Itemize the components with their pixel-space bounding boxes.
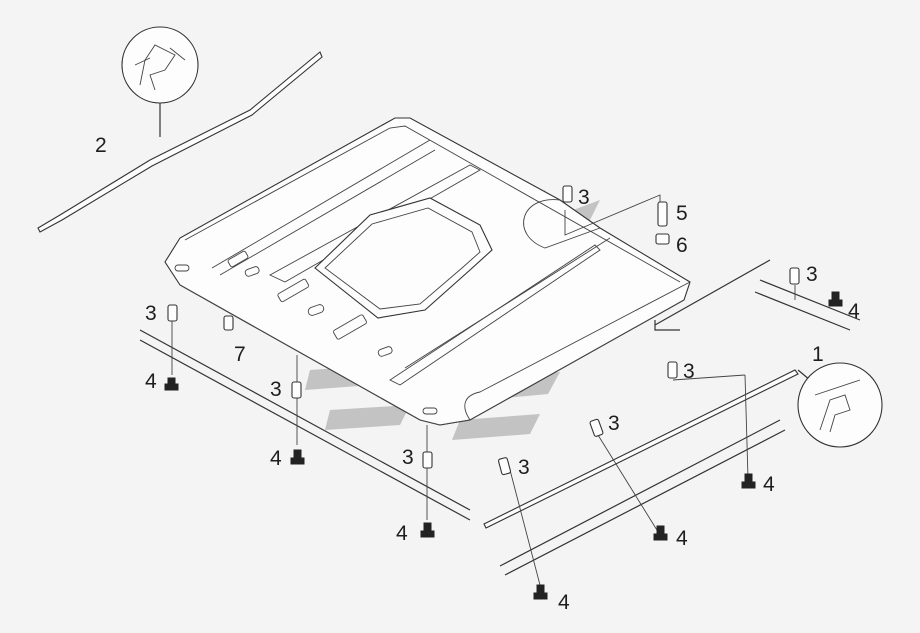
callout-4: 4 (396, 522, 408, 545)
screw-icon (653, 525, 668, 541)
screw-icon (741, 473, 756, 489)
callout-3: 3 (402, 446, 414, 469)
rails (139, 259, 861, 576)
clip-icon (422, 451, 433, 469)
nut-icon (655, 233, 670, 245)
callout-6: 6 (676, 234, 688, 257)
clip-icon (667, 361, 678, 379)
callout-5: 5 (676, 202, 688, 225)
callout-2: 2 (95, 134, 107, 157)
clip-icon (223, 315, 234, 331)
screw-icon (533, 584, 548, 600)
callout-4: 4 (558, 591, 570, 614)
trim-strip-1 (483, 362, 883, 529)
callout-7: 7 (234, 343, 246, 366)
callout-3: 3 (608, 412, 620, 435)
callout-3: 3 (683, 360, 695, 383)
screw-icon (290, 449, 305, 465)
callouts: 1 2 3 3 3 3 3 3 3 3 4 4 4 4 4 4 4 5 6 7 (95, 134, 860, 614)
clip-icon (562, 185, 573, 203)
leader-lines (171, 194, 796, 586)
callout-1: 1 (812, 343, 824, 366)
bolt-icon (657, 201, 668, 227)
bolt-5-and-nut-6 (655, 201, 670, 245)
callout-3: 3 (145, 302, 157, 325)
callout-4: 4 (763, 473, 775, 496)
callout-3: 3 (270, 378, 282, 401)
callout-3: 3 (806, 263, 818, 286)
screw-icon (420, 522, 435, 538)
callout-4: 4 (145, 370, 157, 393)
screws (164, 291, 843, 600)
clips (167, 185, 800, 476)
callout-3: 3 (518, 456, 530, 479)
callout-3: 3 (578, 186, 590, 209)
clip-icon (497, 457, 512, 476)
clip-icon (291, 381, 302, 399)
callout-4: 4 (270, 447, 282, 470)
trim-strip-2 (37, 26, 323, 233)
callout-4: 4 (848, 300, 860, 323)
clip-icon (167, 304, 178, 322)
callout-4: 4 (676, 527, 688, 550)
clip-icon (789, 267, 800, 285)
screw-icon (164, 377, 179, 391)
roof-panel (164, 117, 691, 426)
screw-icon (828, 291, 843, 307)
clip-icon (589, 418, 604, 437)
